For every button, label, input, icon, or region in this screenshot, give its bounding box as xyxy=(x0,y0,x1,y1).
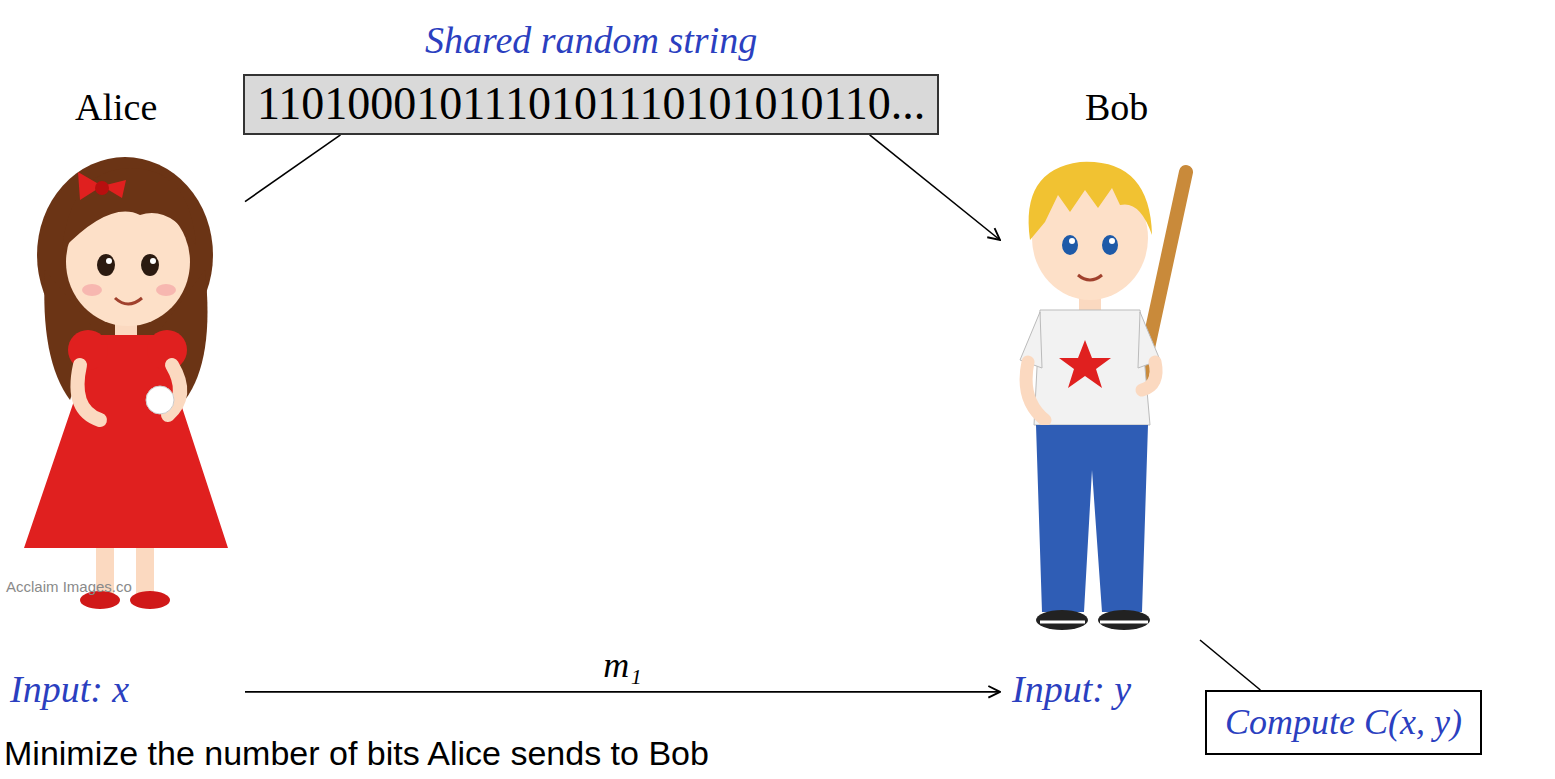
output-box: Compute C(x, y) xyxy=(1205,690,1482,755)
random-bits: 1101000101110101110101010110... xyxy=(257,78,925,131)
input-label: Input: x xyxy=(10,668,129,712)
watermark: Acclaim Images.co xyxy=(6,578,132,595)
party-name: Alice xyxy=(75,85,157,131)
party-name: Bob xyxy=(1085,85,1148,131)
input-label: Input: y xyxy=(1012,668,1131,712)
connector xyxy=(1200,640,1260,690)
alice-illustration xyxy=(24,157,228,609)
alice-figure: AliceInput: x xyxy=(0,80,245,720)
random-string-box: Shared random string11010001011101011101… xyxy=(243,74,939,135)
footnote: Minimize the number of bits Alice sends … xyxy=(4,733,709,774)
connector xyxy=(245,691,1000,693)
bob-illustration xyxy=(1020,162,1186,630)
output-text: Compute C(x, y) xyxy=(1225,701,1462,744)
connector xyxy=(245,135,340,202)
message-label: m₁ xyxy=(603,646,642,686)
bob-figure: BobInput: y xyxy=(1000,80,1200,720)
box-heading: Shared random string xyxy=(425,18,757,64)
connector xyxy=(870,135,1000,240)
